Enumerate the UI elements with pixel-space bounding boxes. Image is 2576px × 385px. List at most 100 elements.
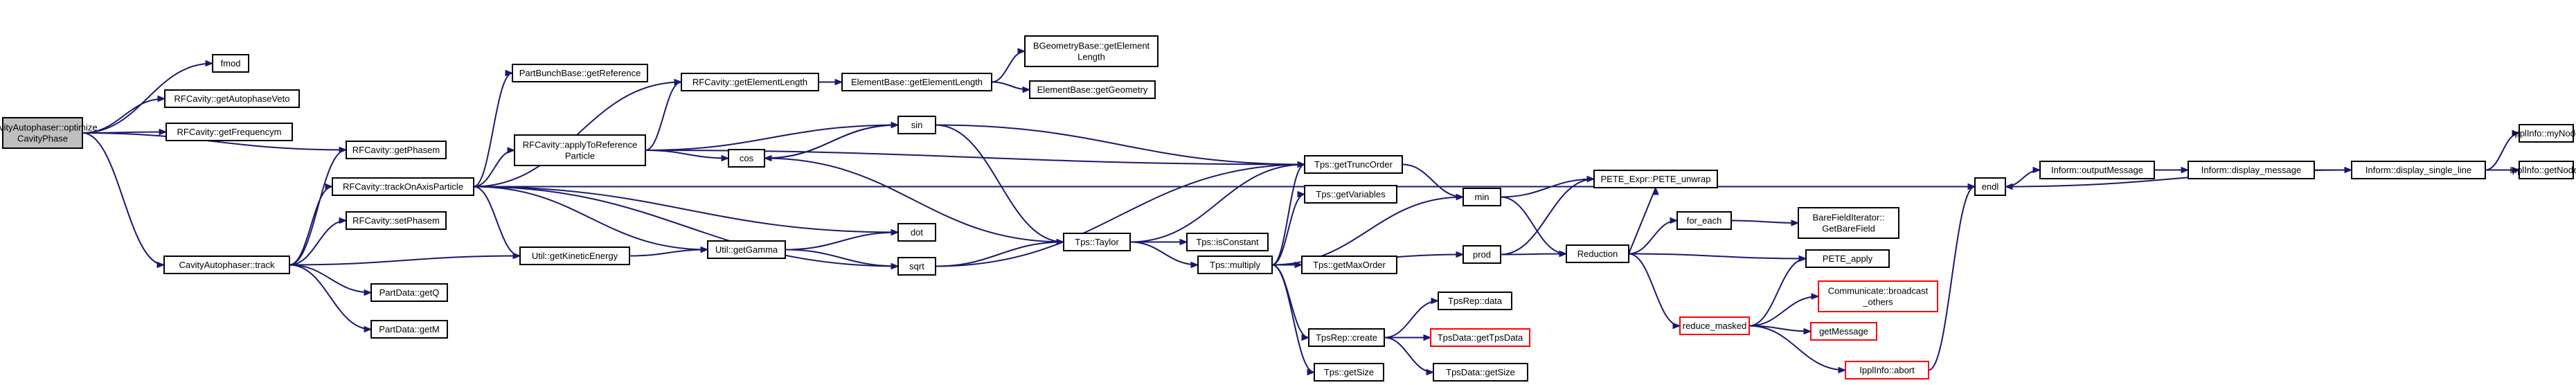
node-label: Tps::Taylor	[1075, 237, 1119, 247]
call-edge-reduction-to-reduceMasked	[1628, 253, 1681, 330]
node-getTruncOrder[interactable]: Tps::getTruncOrder	[1304, 155, 1403, 174]
node-rfGetElemLen[interactable]: RFCavity::getElementLength	[681, 73, 819, 91]
call-edge-reduction-to-peteApply	[1628, 253, 1807, 262]
call-edge-multiply-to-getVariables	[1271, 190, 1306, 266]
node-label: TpsRep::data	[1448, 296, 1503, 306]
arrowhead-icon	[505, 69, 514, 77]
node-setPhasem[interactable]: RFCavity::setPhasem	[346, 211, 447, 230]
node-forEach[interactable]: for_each	[1676, 211, 1732, 230]
node-getNodes[interactable]: IpplInfo::getNodes	[2510, 161, 2576, 179]
arrowhead-icon	[1431, 297, 1440, 305]
node-endl[interactable]: endl	[1974, 177, 2006, 196]
node-taylor[interactable]: Tps::Taylor	[1063, 233, 1131, 251]
node-label: cos	[740, 153, 754, 163]
node-isConstant[interactable]: Tps::isConstant	[1186, 233, 1269, 251]
node-sin[interactable]: sin	[897, 116, 936, 134]
node-min[interactable]: min	[1463, 188, 1501, 206]
node-elemGetGeom[interactable]: ElementBase::getGeometry	[1029, 80, 1156, 99]
node-box	[166, 123, 293, 141]
node-getTpsData[interactable]: TpsData::getTpsData	[1430, 328, 1530, 347]
node-multiply[interactable]: Tps::multiply	[1197, 256, 1273, 274]
node-reduceMasked[interactable]: reduce_masked	[1679, 316, 1750, 335]
node-track[interactable]: CavityAutophaser::track	[163, 256, 290, 274]
node-getFrequencym[interactable]: RFCavity::getFrequencym	[166, 123, 293, 141]
node-getPhasem[interactable]: RFCavity::getPhasem	[346, 141, 447, 159]
call-edge-trackOnAxis-to-getReference	[473, 69, 514, 188]
node-bareField[interactable]: BareFieldIterator::GetBareField	[1798, 207, 1899, 239]
call-edge-trackOnAxis-to-rfGetElemLen	[473, 78, 683, 188]
node-tpsrepCreate[interactable]: TpsRep::create	[1308, 328, 1385, 347]
node-box	[897, 116, 936, 134]
node-getVariables[interactable]: Tps::getVariables	[1304, 185, 1397, 204]
node-getAutophaseVeto[interactable]: RFCavity::getAutophaseVeto	[164, 89, 300, 108]
node-abort[interactable]: IpplInfo::abort	[1845, 361, 1929, 379]
call-edge-elemGetElemLen-to-elemGetGeom	[991, 81, 1031, 93]
node-label: Communicate::broadcast	[1828, 286, 1929, 296]
node-displaySingleLine[interactable]: Inform::display_single_line	[2351, 161, 2486, 179]
arrowhead-icon	[1803, 328, 1812, 335]
call-edge-reduction-to-peteUnwrap	[1628, 186, 1659, 254]
node-getReference[interactable]: PartBunchBase::getReference	[512, 64, 648, 82]
node-outputMessage[interactable]: Inform::outputMessage	[2039, 161, 2155, 179]
node-trackOnAxis[interactable]: RFCavity::trackOnAxisParticle	[332, 177, 474, 196]
node-box	[1314, 363, 1384, 382]
node-label: Inform::display_single_line	[2365, 165, 2471, 175]
node-getQ[interactable]: PartData::getQ	[370, 283, 448, 302]
node-getGamma[interactable]: Util::getGamma	[707, 240, 786, 259]
node-peteUnwrap[interactable]: PETE_Expr::PETE_unwrap	[1593, 170, 1718, 188]
call-edge-getKinetic-to-getGamma	[629, 246, 709, 257]
node-label: CavityAutophaser::track	[179, 260, 275, 270]
node-getMessage[interactable]: getMessage	[1810, 322, 1877, 341]
node-label: Tps::getSize	[1324, 367, 1374, 377]
node-box	[2519, 124, 2574, 143]
node-displayMessage[interactable]: Inform::display_message	[2188, 161, 2315, 179]
node-fmod[interactable]: fmod	[212, 54, 249, 73]
node-box	[1186, 233, 1269, 251]
node-box	[1798, 207, 1899, 239]
call-edge-trackOnAxis-to-endl	[474, 183, 1976, 190]
call-edge-track-to-trackOnAxis	[289, 183, 334, 266]
node-getKinetic[interactable]: Util::getKineticEnergy	[519, 247, 630, 265]
arrowhead-icon	[1559, 250, 1568, 258]
node-tpsGetSize[interactable]: Tps::getSize	[1314, 363, 1384, 382]
node-box	[164, 89, 300, 108]
call-edge-track-to-getQ	[289, 264, 373, 296]
node-prod[interactable]: prod	[1463, 245, 1501, 264]
node-label: _others	[1862, 297, 1893, 307]
node-box	[1197, 256, 1273, 274]
node-box	[1430, 328, 1530, 347]
node-label: Util::getGamma	[715, 244, 778, 255]
node-tpsrepData[interactable]: TpsRep::data	[1438, 292, 1512, 310]
node-cos[interactable]: cos	[728, 149, 765, 168]
arrowhead-icon	[834, 78, 843, 86]
call-edge-tpsrepCreate-to-tpsdataGetSize	[1384, 337, 1435, 376]
arrowhead-icon	[325, 183, 334, 190]
call-edge-rfGetElemLen-to-elemGetElemLen	[819, 78, 843, 86]
node-myNode[interactable]: IpplInfo::myNode	[2512, 124, 2576, 143]
node-label: min	[1475, 192, 1490, 202]
node-reduction[interactable]: Reduction	[1566, 244, 1629, 263]
node-label: TpsRep::create	[1316, 332, 1377, 343]
node-box	[519, 247, 630, 265]
arrowhead-icon	[891, 121, 900, 129]
node-label: Tps::multiply	[1210, 260, 1260, 270]
node-peteApply[interactable]: PETE_apply	[1805, 249, 1890, 268]
arrowhead-icon	[1798, 255, 1807, 262]
node-box	[370, 283, 448, 302]
node-dot[interactable]: dot	[897, 223, 936, 242]
node-tpsdataGetSize[interactable]: TpsData::getSize	[1433, 363, 1528, 382]
call-edge-abort-to-endl	[1928, 183, 1976, 371]
arrowhead-icon	[1017, 48, 1026, 55]
node-label: Reduction	[1577, 249, 1618, 259]
node-box	[1024, 35, 1159, 67]
arrowhead-icon	[2512, 166, 2521, 174]
node-box	[1805, 249, 1890, 268]
node-sqrt[interactable]: sqrt	[897, 257, 936, 276]
node-broadcastOthers[interactable]: Communicate::broadcast_others	[1818, 280, 1938, 312]
node-getMaxOrder[interactable]: Tps::getMaxOrder	[1301, 256, 1397, 274]
node-elemGetElemLen[interactable]: ElementBase::getElementLength	[841, 73, 992, 91]
node-label: PartData::getQ	[379, 287, 440, 298]
node-bgeomGetElemLen[interactable]: BGeometryBase::getElementLength	[1024, 35, 1159, 67]
node-getM[interactable]: PartData::getM	[370, 320, 448, 339]
